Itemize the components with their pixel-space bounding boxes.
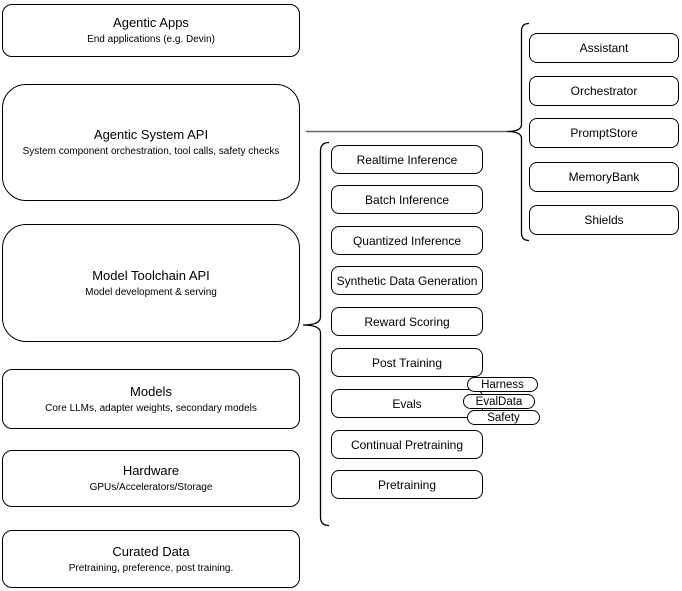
- toolchain-service-realtime-inference: Realtime Inference: [331, 145, 483, 174]
- toolchain-service-continual-pretraining: Continual Pretraining: [331, 430, 483, 459]
- box-subtitle: GPUs/Accelerators/Storage: [89, 482, 213, 493]
- box-title: Model Toolchain API: [92, 267, 210, 283]
- toolchain-brace: [302, 141, 330, 527]
- system-component-orchestrator: Orchestrator: [529, 76, 679, 106]
- box-subtitle: Core LLMs, adapter weights, secondary mo…: [45, 402, 257, 414]
- toolchain-service-pretraining: Pretraining: [331, 470, 483, 499]
- box-title: Models: [130, 383, 172, 399]
- system-component-promptstore: PromptStore: [529, 118, 679, 148]
- toolchain-service-quantized-inference: Quantized Inference: [331, 226, 483, 255]
- stack-box-agentic-apps: Agentic Apps End applications (e.g. Devi…: [2, 4, 300, 57]
- evals-tag-evaldata: EvalData: [463, 394, 535, 409]
- toolchain-service-batch-inference: Batch Inference: [331, 185, 483, 214]
- box-title: Curated Data: [112, 543, 190, 559]
- box-subtitle: Pretraining, preference, post training.: [68, 562, 234, 574]
- box-title: Agentic System API: [93, 127, 209, 142]
- stack-box-model-toolchain-api: Model Toolchain API Model development & …: [2, 224, 300, 342]
- box-title: Agentic Apps: [113, 15, 189, 30]
- toolchain-service-synthetic-data-generation: Synthetic Data Generation: [331, 266, 483, 295]
- box-title: Hardware: [122, 463, 180, 478]
- box-subtitle: End applications (e.g. Devin): [87, 34, 215, 45]
- components-brace: [506, 22, 530, 242]
- toolchain-service-reward-scoring: Reward Scoring: [331, 307, 483, 336]
- system-component-memorybank: MemoryBank: [529, 162, 679, 192]
- box-subtitle: System component orchestration, tool cal…: [22, 146, 280, 157]
- toolchain-service-evals: Evals: [331, 389, 483, 418]
- evals-tag-safety: Safety: [467, 410, 540, 425]
- stack-box-agentic-system-api: Agentic System API System component orch…: [2, 84, 300, 201]
- stack-box-models: Models Core LLMs, adapter weights, secon…: [2, 369, 300, 429]
- stack-box-curated-data: Curated Data Pretraining, preference, po…: [2, 530, 300, 588]
- system-component-shields: Shields: [529, 205, 679, 235]
- toolchain-service-post-training: Post Training: [331, 348, 483, 377]
- box-subtitle: Model development & serving: [85, 286, 217, 298]
- evals-tag-harness: Harness: [467, 377, 538, 392]
- stack-box-hardware: Hardware GPUs/Accelerators/Storage: [2, 450, 300, 507]
- system-component-assistant: Assistant: [529, 33, 679, 63]
